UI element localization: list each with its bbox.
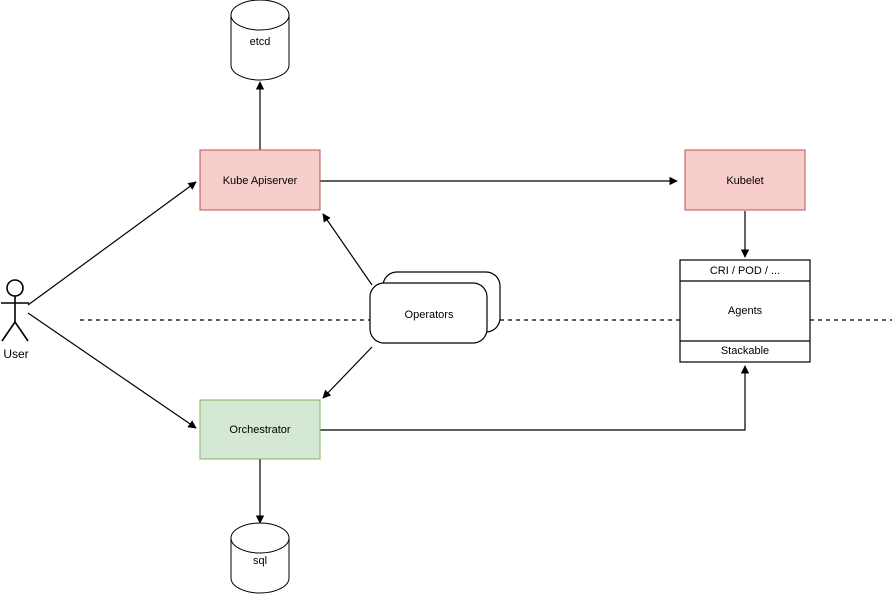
node-orchestrator-label: Orchestrator xyxy=(229,424,290,436)
node-sql-label: sql xyxy=(253,555,267,567)
node-etcd[interactable]: etcd xyxy=(230,0,290,81)
edge-operators-to-orchestrator xyxy=(322,346,373,399)
node-sql[interactable]: sql xyxy=(230,522,290,594)
node-kubelet[interactable]: Kubelet xyxy=(684,149,806,211)
node-agents-body-label: Agents xyxy=(728,305,763,317)
node-orchestrator[interactable]: Orchestrator xyxy=(199,399,321,460)
edge-user-to-kube-apiserver xyxy=(27,181,197,306)
node-user-actor[interactable]: User xyxy=(1,279,29,361)
edge-operators-to-kube-apiserver xyxy=(322,213,373,286)
node-agents-cri-label: CRI / POD / ... xyxy=(710,265,780,277)
node-agents-stackable-label: Stackable xyxy=(721,345,769,357)
node-operators-label: Operators xyxy=(405,309,454,321)
node-agents-group[interactable]: CRI / POD / ... Agents Stackable xyxy=(679,259,811,363)
node-kube-apiserver[interactable]: Kube Apiserver xyxy=(199,149,321,211)
node-user-label: User xyxy=(3,347,28,361)
node-operators[interactable]: Operators xyxy=(369,271,501,344)
node-etcd-label: etcd xyxy=(250,36,271,48)
edge-orchestrator-to-stackable xyxy=(320,365,750,431)
node-kube-apiserver-label: Kube Apiserver xyxy=(223,175,298,187)
edge-user-to-orchestrator xyxy=(27,312,197,429)
node-kubelet-label: Kubelet xyxy=(726,175,763,187)
